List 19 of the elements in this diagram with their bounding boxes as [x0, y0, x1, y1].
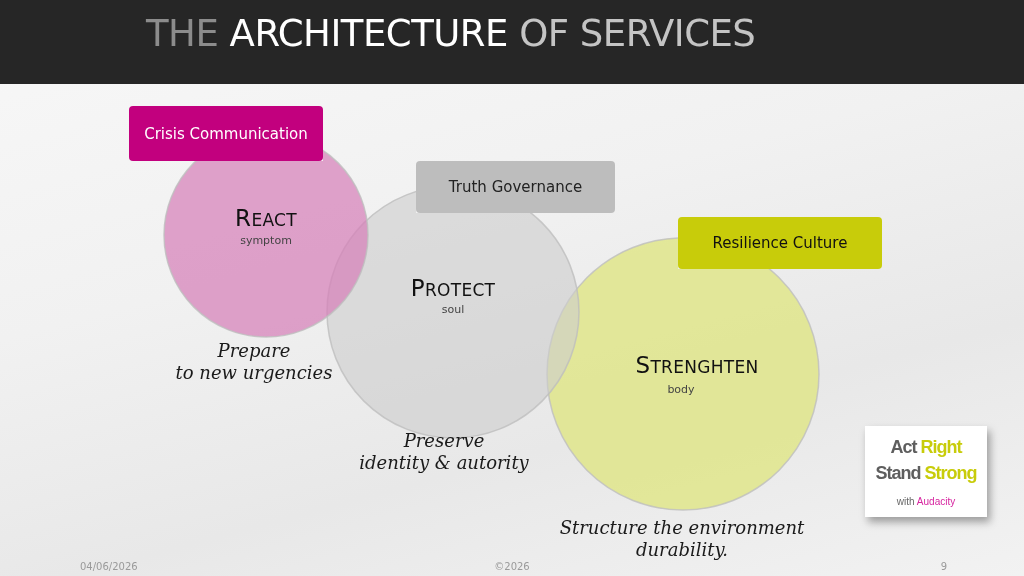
slogan-text: Act Right Stand Strong — [875, 436, 977, 485]
category-tag: Crisis Communication — [129, 106, 323, 161]
slogan-card — [865, 426, 987, 517]
slide-title: THE ARCHITECTURE OF SERVICES — [146, 13, 756, 55]
footer-text: 9 — [940, 561, 947, 573]
circle-title: PROTECT — [410, 277, 496, 301]
handwritten-note: Prepare to new urgencies — [175, 340, 333, 384]
circle-title: STRENGHTEN — [635, 354, 759, 378]
handwritten-note: Preserve identity & autority — [359, 430, 529, 474]
circle-subtitle: soul — [441, 303, 465, 317]
circle-subtitle: symptom — [240, 234, 292, 248]
category-tag: Truth Governance — [416, 161, 615, 213]
footer-text: 04/06/2026 — [80, 561, 138, 573]
slogan-tagline: with Audacity — [896, 496, 956, 508]
handwritten-note: Structure the environment durability. — [559, 517, 805, 561]
circle-title: REACT — [235, 207, 297, 231]
category-tag: Resilience Culture — [678, 217, 882, 269]
circle-subtitle: body — [667, 383, 695, 397]
footer-text: ©2026 — [494, 561, 530, 573]
